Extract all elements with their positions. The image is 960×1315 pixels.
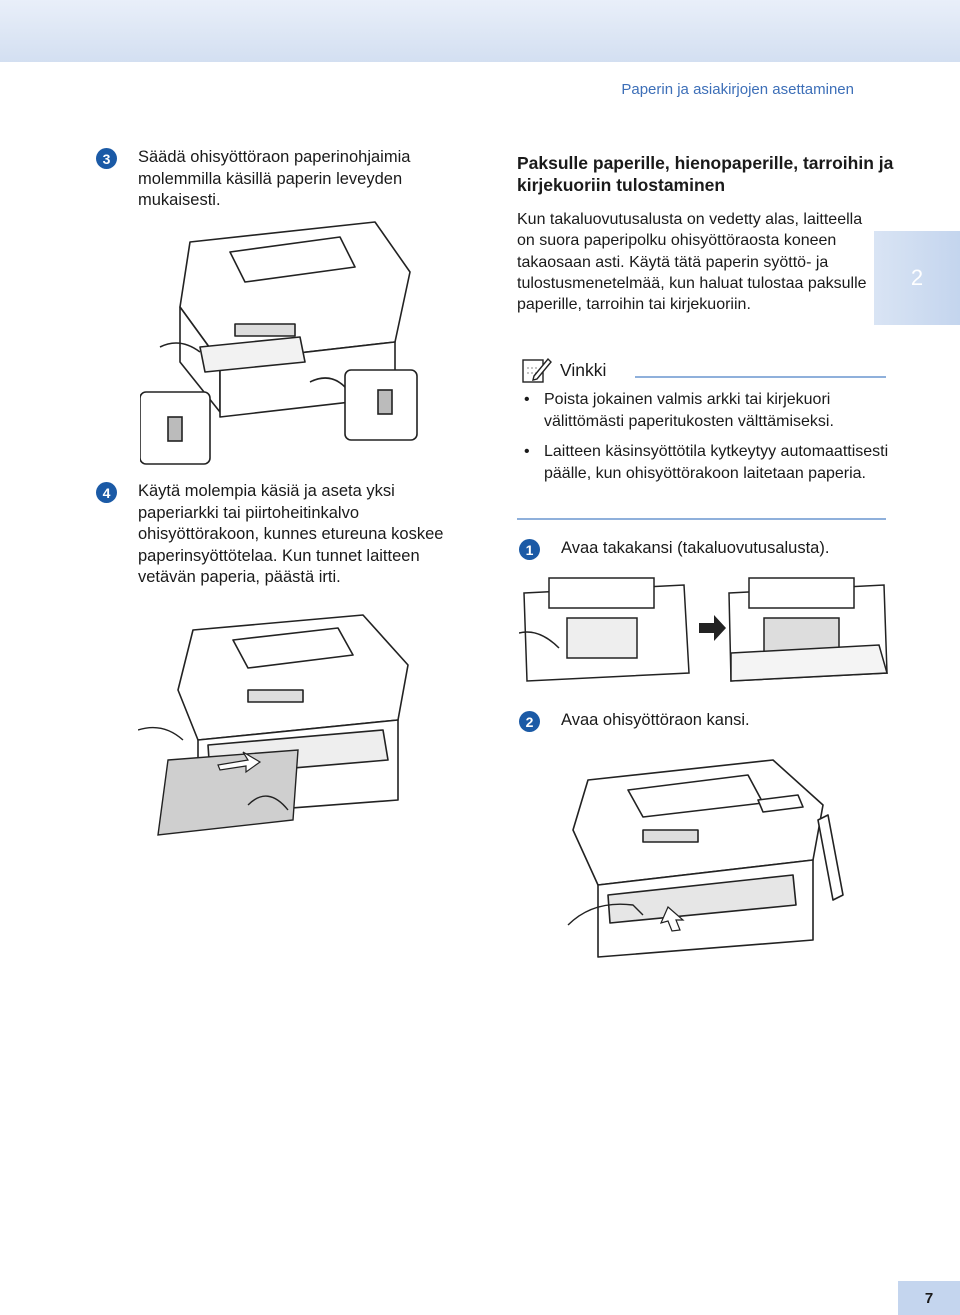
- chapter-tab: 2: [874, 231, 960, 325]
- note-pencil-icon: [522, 357, 552, 383]
- step-4: 4 Käytä molempia käsiä ja aseta yksi pap…: [96, 481, 466, 589]
- step-1: 1 Avaa takakansi (takaluovutusalusta).: [519, 538, 889, 560]
- step-text: Säädä ohisyöttöraon paperinohjaimia mole…: [138, 148, 411, 209]
- printer-guides-illustration: [140, 221, 418, 465]
- page-number: 7: [898, 1281, 960, 1315]
- running-header: Paperin ja asiakirjojen asettaminen: [621, 81, 854, 98]
- printer-insert-paper-illustration: [138, 614, 409, 836]
- note-title: Vinkki: [560, 359, 607, 380]
- note-divider-top: [635, 376, 886, 378]
- step-text: Avaa takakansi (takaluovutusalusta).: [561, 539, 830, 557]
- step-number-badge: 2: [519, 711, 540, 732]
- manual-slot-cover-illustration: [567, 759, 844, 958]
- step-number-badge: 3: [96, 148, 117, 169]
- note-list: •Poista jokainen valmis arkki tai kirjek…: [520, 389, 890, 493]
- section-body: Kun takaluovutusalusta on vedetty alas, …: [517, 211, 867, 314]
- step-text: Avaa ohisyöttöraon kansi.: [561, 711, 750, 729]
- step-2: 2 Avaa ohisyöttöraon kansi.: [519, 710, 889, 732]
- step-number-badge: 1: [519, 539, 540, 560]
- step-number-badge: 4: [96, 482, 117, 503]
- note-divider-bottom: [517, 518, 886, 520]
- note-item: •Laitteen käsinsyöttötila kytkeytyy auto…: [524, 443, 889, 482]
- section-heading: Paksulle paperille, hienopaperille, tarr…: [517, 153, 894, 195]
- note-header: Vinkki: [520, 356, 886, 384]
- step-text: Käytä molempia käsiä ja aseta yksi paper…: [138, 482, 444, 586]
- top-header-band: [0, 0, 960, 62]
- right-arrow-icon: [699, 615, 726, 641]
- step-3: 3 Säädä ohisyöttöraon paperinohjaimia mo…: [96, 147, 466, 212]
- note-item: •Poista jokainen valmis arkki tai kirjek…: [524, 391, 834, 430]
- down-arrow-icon: [659, 906, 685, 932]
- back-cover-illustration: [519, 577, 888, 682]
